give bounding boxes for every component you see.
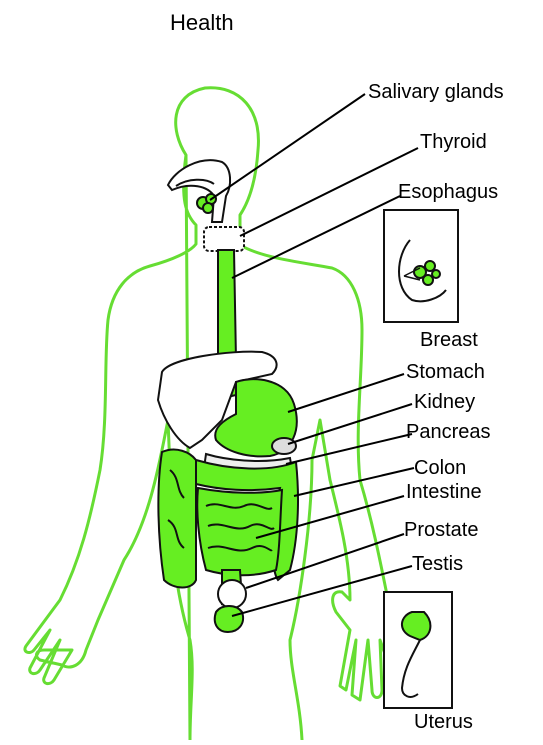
label-kidney: Kidney	[414, 392, 475, 412]
label-stomach: Stomach	[406, 362, 485, 382]
intestine-organ	[197, 488, 282, 575]
label-prostate: Prostate	[404, 520, 478, 540]
label-intestine: Intestine	[406, 482, 482, 502]
prostate-organ	[218, 580, 246, 608]
kidney-organ	[272, 438, 296, 454]
diagram-title: Health	[170, 12, 234, 34]
testis-organ	[215, 606, 243, 632]
label-colon: Colon	[414, 458, 466, 478]
leader-salivary	[210, 94, 365, 200]
label-esophagus: Esophagus	[398, 182, 498, 202]
label-uterus: Uterus	[414, 712, 473, 732]
thyroid-organ	[204, 227, 244, 251]
leader-stomach	[288, 374, 404, 412]
uterus-inset	[384, 592, 452, 708]
label-testis: Testis	[412, 554, 463, 574]
label-salivary-glands: Salivary glands	[368, 82, 504, 102]
oral-cavity	[168, 160, 230, 222]
label-thyroid: Thyroid	[420, 132, 487, 152]
label-pancreas: Pancreas	[406, 422, 491, 442]
breast-inset	[384, 210, 458, 322]
uterus-inset-frame	[384, 592, 452, 708]
label-breast: Breast	[420, 330, 478, 350]
